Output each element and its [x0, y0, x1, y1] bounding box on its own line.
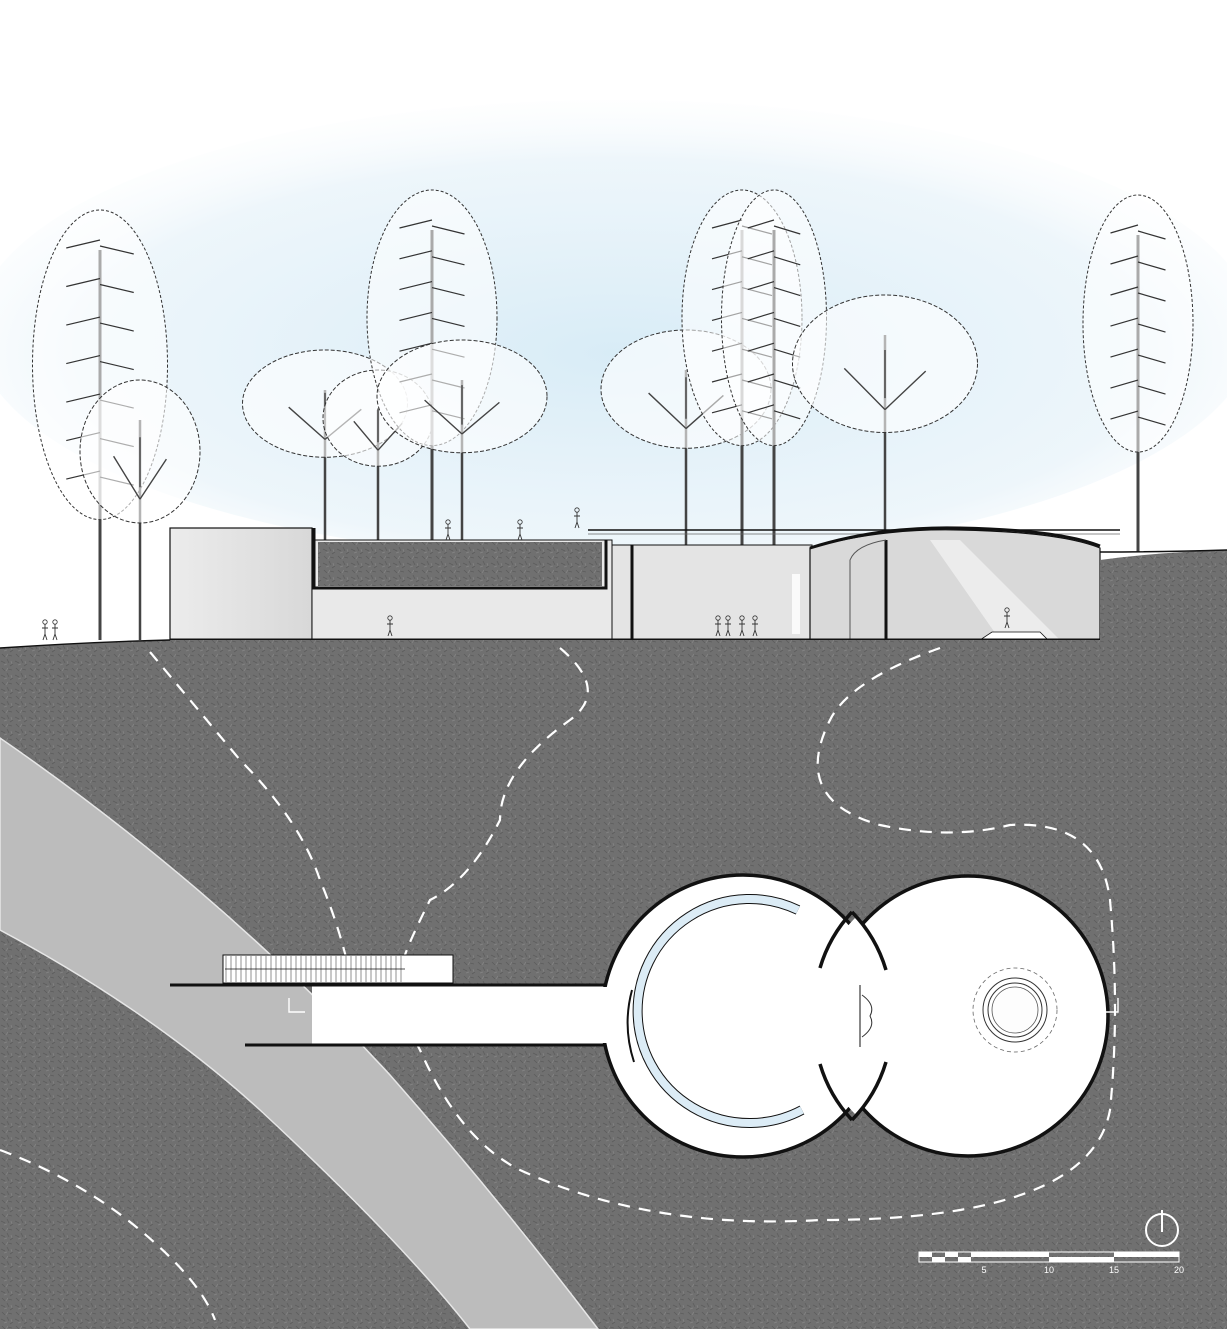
light-beam	[930, 540, 1060, 640]
person-icon	[445, 519, 451, 541]
walkway	[0, 737, 599, 1329]
section-marker-right	[1100, 998, 1119, 1013]
person-icon	[574, 507, 580, 529]
section-marker-left	[288, 998, 305, 1013]
scale-tick-5: 5	[981, 1265, 986, 1275]
pool-dashed-ring	[972, 967, 1058, 1053]
inner-arc-right	[850, 910, 888, 971]
pool-center	[991, 986, 1039, 1034]
person-icon	[517, 519, 523, 541]
person-icon	[739, 615, 745, 637]
person-icon	[42, 619, 48, 641]
people	[42, 507, 1010, 641]
plan-view	[0, 646, 1119, 1329]
scale-tick-10: 10	[1044, 1265, 1054, 1275]
middle-hall	[611, 544, 813, 641]
cylinder-curve	[849, 539, 887, 640]
entry-corridor	[312, 985, 618, 1045]
inner-arc-right-low	[850, 1061, 888, 1122]
tree-icon	[1082, 194, 1194, 552]
left-block	[169, 527, 313, 641]
light-slot	[792, 574, 800, 634]
scale-bar: 5 10 15 20	[918, 1251, 1184, 1275]
trees	[32, 189, 1194, 640]
person-icon	[1004, 607, 1010, 629]
inner-arc-left	[818, 910, 854, 969]
door-leaves	[861, 994, 873, 1038]
person-icon	[715, 615, 721, 637]
entry-wall-arc	[626, 989, 635, 1063]
tree-icon	[792, 294, 978, 545]
tree-icon	[79, 379, 201, 640]
corridor-opening	[600, 987, 620, 1043]
person-icon	[52, 619, 58, 641]
person-icon	[725, 615, 731, 637]
overlap-fill	[814, 918, 895, 1114]
section-view	[0, 100, 1227, 1329]
scale-tick-15: 15	[1109, 1265, 1119, 1275]
building-section	[169, 526, 1120, 642]
pool-outer	[982, 977, 1048, 1043]
ground-line	[0, 549, 1227, 649]
scale-tick-20: 20	[1174, 1265, 1184, 1275]
inner-arc-left-low	[818, 1063, 854, 1122]
cylinder-roof	[809, 526, 1101, 550]
north-arrow-icon	[1145, 1210, 1179, 1247]
person-icon	[752, 615, 758, 637]
recess-soil	[318, 542, 602, 586]
contour-paths	[0, 646, 1117, 1321]
pool-inner	[987, 982, 1043, 1038]
person-icon	[387, 615, 393, 637]
curved-glazing-fill	[633, 895, 804, 1127]
recess-slab	[312, 528, 608, 590]
tree-icon	[376, 339, 548, 545]
